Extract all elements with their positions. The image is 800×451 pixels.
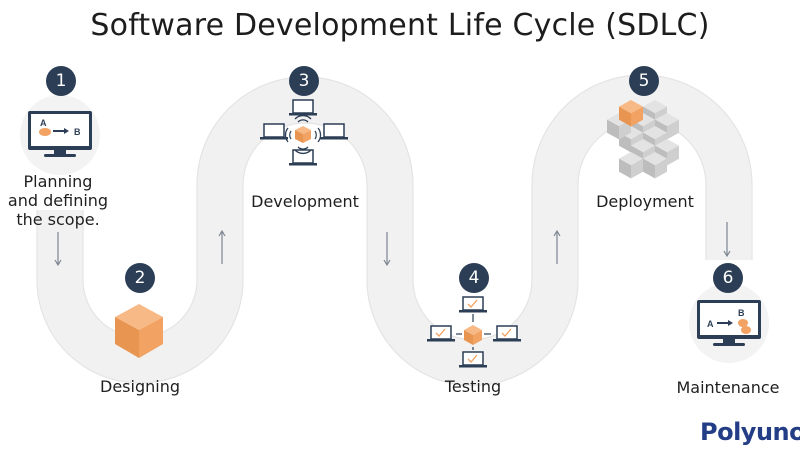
step-3-label: Development: [251, 192, 359, 211]
planning-monitor-icon: A B: [20, 95, 100, 175]
maintenance-label-a: A: [707, 319, 714, 329]
up-arrow-icon: [553, 229, 561, 264]
laptop-icon: [459, 351, 487, 368]
step-4-label: Testing: [444, 377, 502, 396]
grey-cube-icon: [619, 152, 643, 179]
step-3-badge: 3: [289, 66, 319, 96]
planning-label-a: A: [40, 118, 47, 128]
flow-path-inner-edge: [36, 120, 707, 387]
step-4-badge: 4: [459, 263, 489, 293]
grey-cube-icon: [643, 152, 667, 179]
cube-icon: [115, 304, 163, 358]
laptop-icon: [427, 325, 455, 342]
maintenance-monitor-icon: A B: [689, 283, 769, 363]
down-arrow-icon: [383, 232, 391, 267]
step-6-badge: 6: [713, 263, 743, 293]
test-connector-lines: [456, 314, 491, 350]
step-1-badge: 1: [46, 66, 76, 96]
down-arrow-icon: [54, 232, 62, 267]
step-2-label: Designing: [100, 377, 180, 396]
flow-path: [37, 75, 752, 386]
testing-network-icon: [427, 296, 521, 368]
arrow-right-icon: [717, 320, 733, 326]
arrow-right-icon: [53, 128, 69, 134]
laptop-icon: [459, 296, 487, 313]
wifi-icon: [284, 114, 322, 155]
page-title: Software Development Life Cycle (SDLC): [90, 8, 710, 43]
step-2-badge: 2: [125, 263, 155, 293]
down-arrow-icon: [723, 222, 731, 258]
planning-label-b: B: [74, 127, 81, 137]
step-5-label: Deployment: [596, 192, 694, 211]
step-5-badge: 5: [629, 66, 659, 96]
step-6-label: Maintenance: [676, 378, 780, 397]
cube-icon: [619, 100, 643, 127]
grey-cube-icon: [655, 139, 679, 166]
up-arrow-icon: [218, 229, 226, 264]
laptop-icon: [289, 149, 317, 166]
development-network-icon: [260, 99, 348, 166]
maintenance-label-b: B: [738, 308, 745, 318]
laptop-icon: [289, 99, 317, 116]
laptop-icon: [493, 325, 521, 342]
step-1-label: Planning and defining the scope.: [7, 172, 109, 229]
laptop-icon: [320, 123, 348, 140]
flow-path-outer-edge: [82, 74, 753, 341]
laptop-icon: [260, 123, 288, 140]
polyuno-logo: Polyuno: [700, 418, 800, 446]
deployment-cubes-icon: [607, 100, 679, 179]
